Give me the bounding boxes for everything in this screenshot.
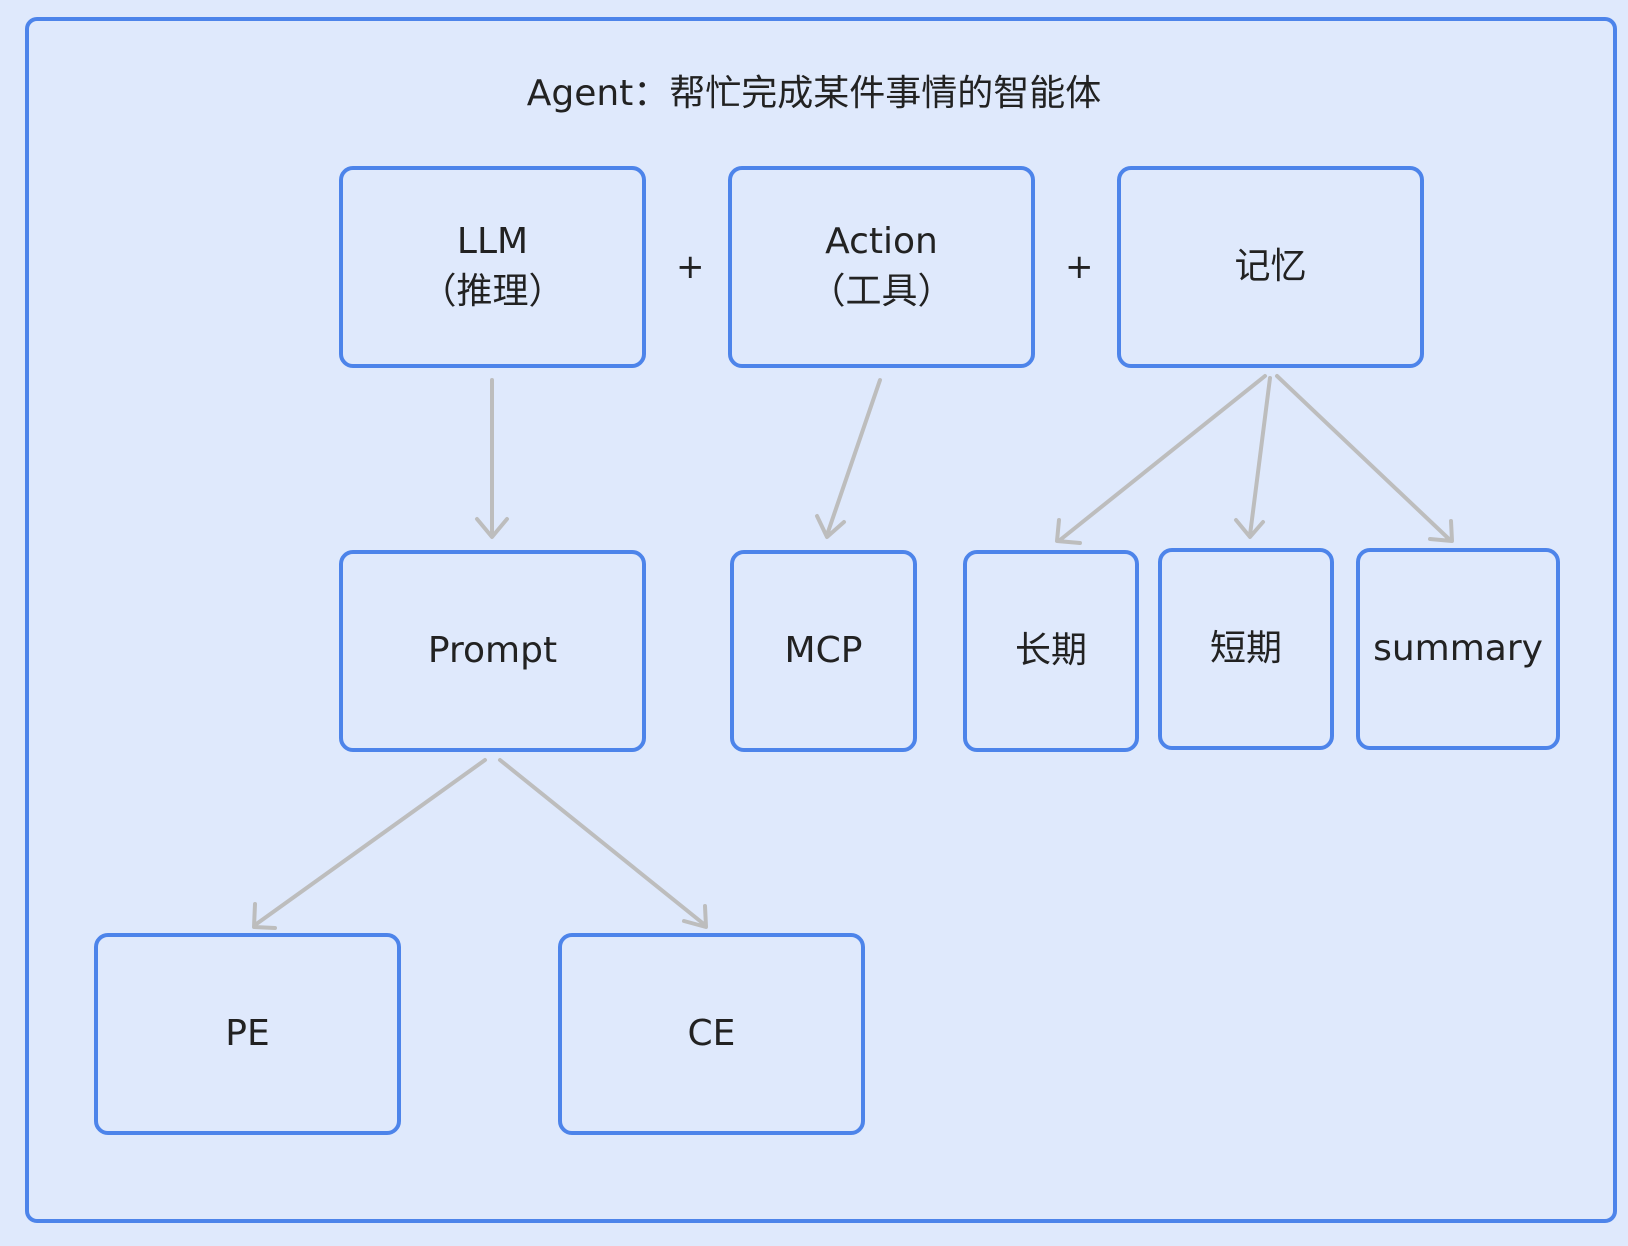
arrow-memory-summary [1275,374,1454,543]
long-term-node: 长期 [963,550,1139,752]
llm-label: LLM [456,220,529,262]
short-term-node: 短期 [1158,548,1334,750]
arrow-prompt-ce [498,758,708,929]
short-term-label: 短期 [1209,627,1282,669]
arrow-memory-longterm [1055,374,1267,545]
memory-label: 记忆 [1234,245,1307,287]
pe-label: PE [225,1012,270,1054]
ce-node: CE [558,933,865,1135]
arrow-memory-shortterm [1234,376,1272,539]
llm-node: LLM （推理） [339,166,646,368]
arrow-action-mcp [815,378,882,539]
diagram-title: Agent：帮忙完成某件事情的智能体 [526,73,1102,114]
prompt-node: Prompt [339,550,646,752]
action-sublabel: （工具） [809,271,954,312]
summary-label: summary [1373,627,1543,669]
arrow-prompt-pe [252,758,487,930]
ce-label: CE [687,1012,736,1054]
mcp-label: MCP [784,629,863,671]
llm-sublabel: （推理） [420,271,565,312]
prompt-label: Prompt [427,629,558,671]
action-node: Action （工具） [728,166,1035,368]
arrow-llm-prompt [475,378,509,539]
summary-node: summary [1356,548,1560,750]
plus-operator-1: + [676,247,705,287]
action-label: Action [825,220,938,262]
long-term-label: 长期 [1014,629,1087,671]
pe-node: PE [94,933,401,1135]
mcp-node: MCP [730,550,917,752]
plus-operator-2: + [1065,247,1094,287]
memory-node: 记忆 [1117,166,1424,368]
